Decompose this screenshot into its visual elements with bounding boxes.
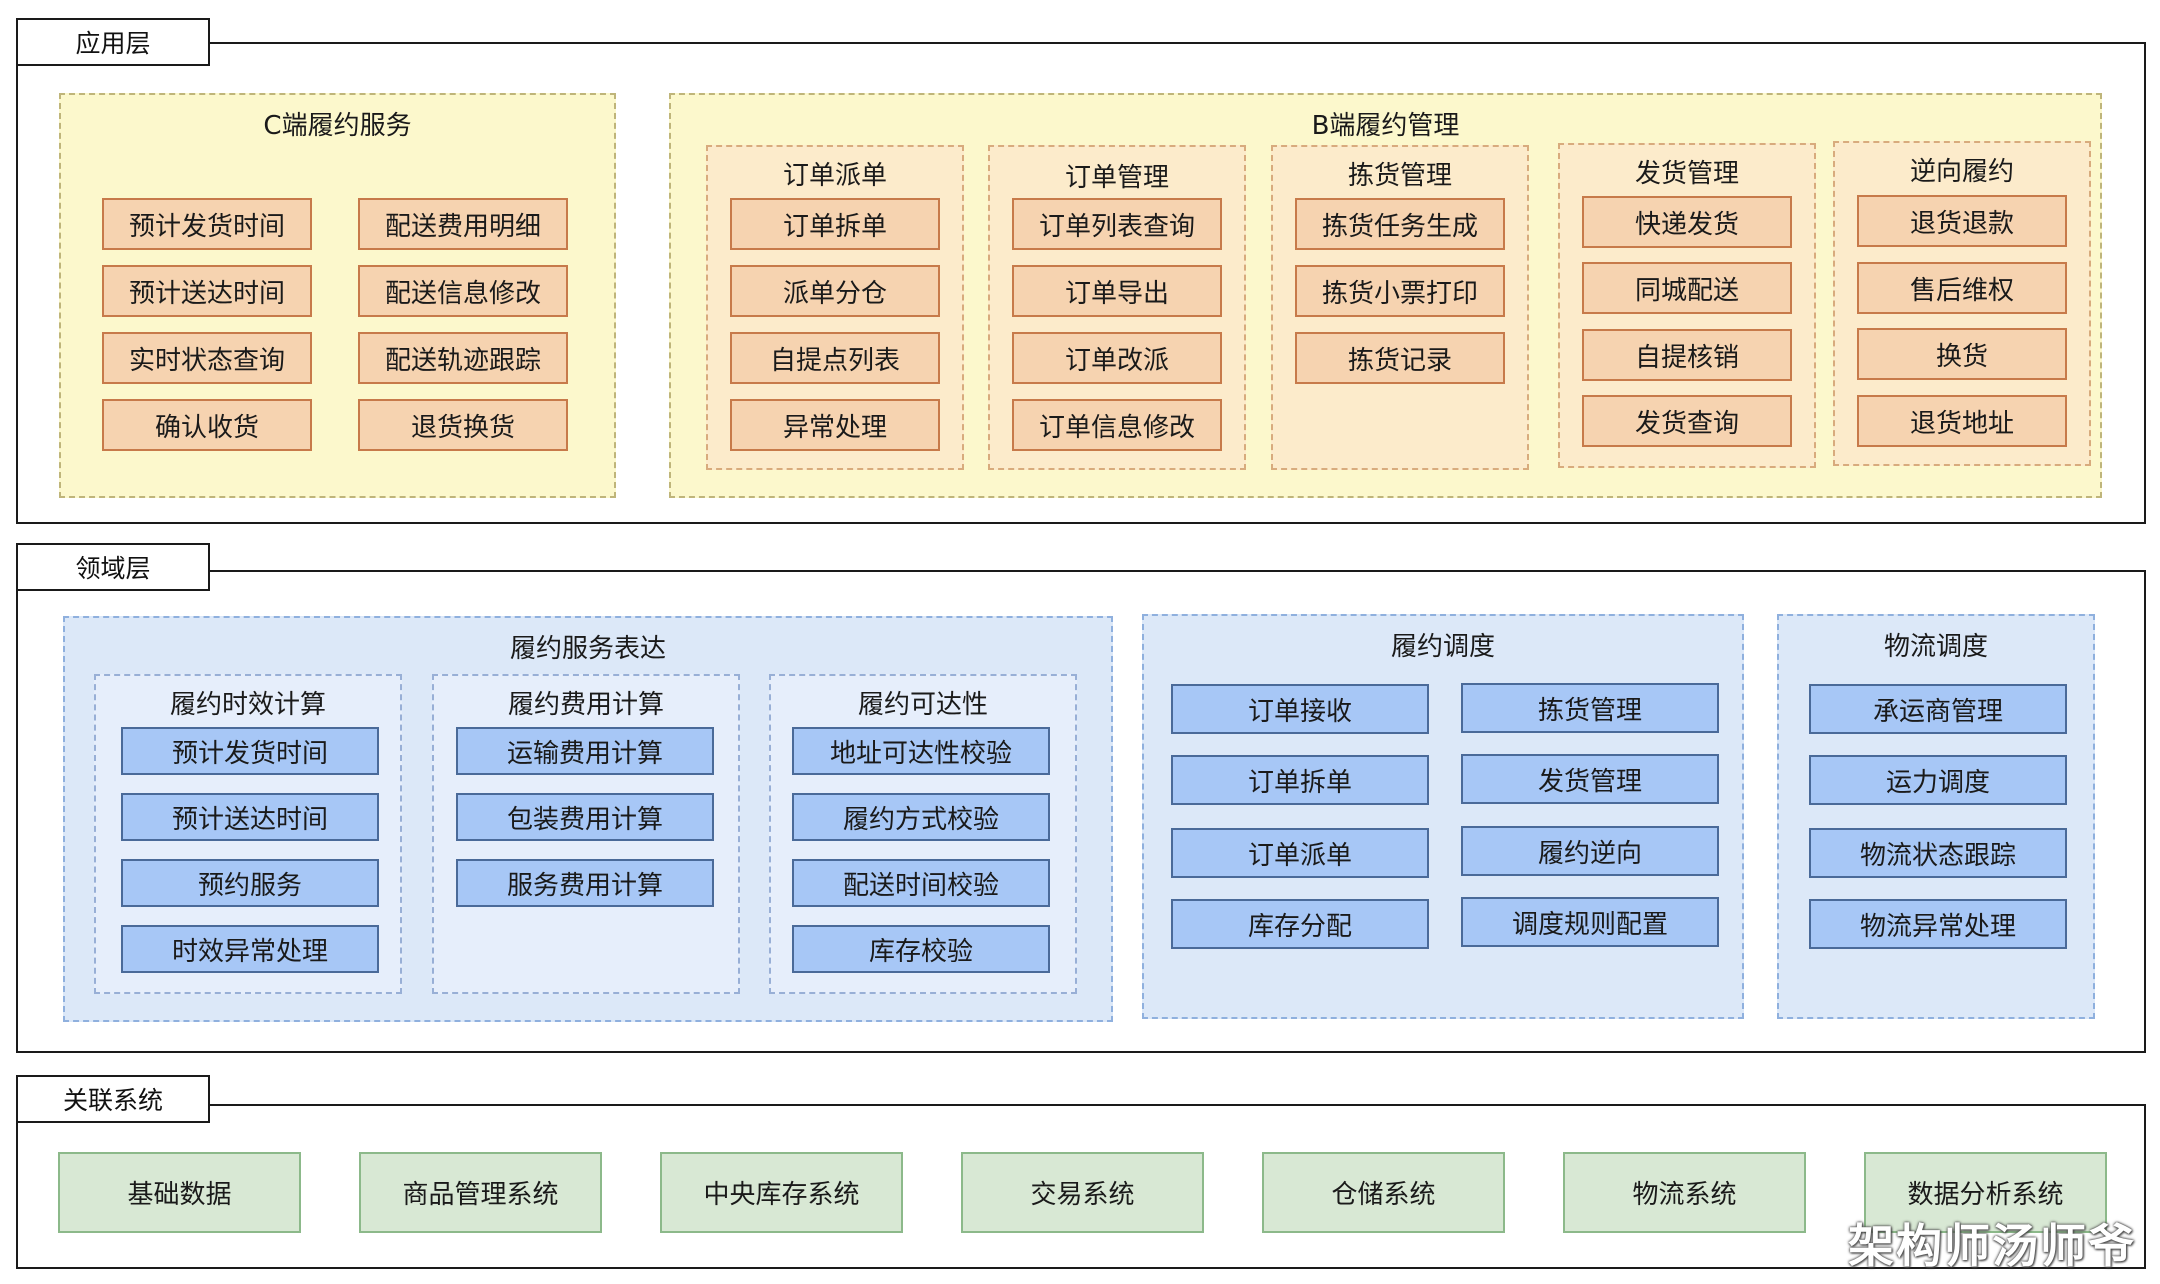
b-item: 售后维权 bbox=[1857, 262, 2067, 314]
b-item: 退货地址 bbox=[1857, 395, 2067, 447]
related-systems-tab: 关联系统 bbox=[16, 1075, 210, 1123]
b-item: 退货退款 bbox=[1857, 195, 2067, 247]
c-item: 退货换货 bbox=[358, 399, 568, 451]
c-item: 预计送达时间 bbox=[102, 265, 312, 317]
b-item: 同城配送 bbox=[1582, 262, 1792, 314]
c-item: 配送信息修改 bbox=[358, 265, 568, 317]
domain-item: 服务费用计算 bbox=[456, 859, 714, 907]
domain-item: 运输费用计算 bbox=[456, 727, 714, 775]
logistics-item: 运力调度 bbox=[1809, 755, 2067, 805]
c-item: 预计发货时间 bbox=[102, 198, 312, 250]
domain-item: 预计发货时间 bbox=[121, 727, 379, 775]
b-item: 拣货小票打印 bbox=[1295, 265, 1505, 317]
related-system-item: 商品管理系统 bbox=[359, 1152, 602, 1233]
watermark-text: 架构师汤师爷 bbox=[1848, 1219, 2136, 1273]
module-title: 履约时效计算 bbox=[169, 690, 326, 720]
logistics-item: 物流异常处理 bbox=[1809, 899, 2067, 949]
c-item: 确认收货 bbox=[102, 399, 312, 451]
domain-item: 预计送达时间 bbox=[121, 793, 379, 841]
fulfillment-scheduling-group: 履约调度 bbox=[1142, 614, 1744, 1019]
domain-item: 地址可达性校验 bbox=[792, 727, 1050, 775]
scheduling-item: 订单拆单 bbox=[1171, 755, 1429, 805]
related-system-item: 交易系统 bbox=[961, 1152, 1204, 1233]
module-title: 逆向履约 bbox=[1909, 157, 2014, 187]
scheduling-item: 履约逆向 bbox=[1461, 826, 1719, 876]
c-item: 配送费用明细 bbox=[358, 198, 568, 250]
logistics-scheduling-group: 物流调度 bbox=[1777, 614, 2095, 1019]
module-title: 发货管理 bbox=[1634, 159, 1739, 189]
c-item: 配送轨迹跟踪 bbox=[358, 332, 568, 384]
b-item: 订单拆单 bbox=[730, 198, 940, 250]
logistics-item: 物流状态跟踪 bbox=[1809, 828, 2067, 878]
domain-item: 包装费用计算 bbox=[456, 793, 714, 841]
b-item: 自提核销 bbox=[1582, 329, 1792, 381]
scheduling-item: 订单接收 bbox=[1171, 684, 1429, 734]
module-title: 履约可达性 bbox=[857, 690, 988, 720]
related-system-item: 中央库存系统 bbox=[660, 1152, 903, 1233]
b-item: 拣货任务生成 bbox=[1295, 198, 1505, 250]
related-system-item: 基础数据 bbox=[58, 1152, 301, 1233]
b-item: 派单分仓 bbox=[730, 265, 940, 317]
domain-layer-tab: 领域层 bbox=[16, 543, 210, 591]
expression-title: 履约服务表达 bbox=[509, 634, 666, 664]
b-item: 订单信息修改 bbox=[1012, 399, 1222, 451]
scheduling-item: 订单派单 bbox=[1171, 828, 1429, 878]
module-title: 履约费用计算 bbox=[507, 690, 664, 720]
scheduling-item: 调度规则配置 bbox=[1461, 897, 1719, 947]
related-system-item: 仓储系统 bbox=[1262, 1152, 1505, 1233]
b-item: 订单导出 bbox=[1012, 265, 1222, 317]
scheduling-title: 履约调度 bbox=[1390, 632, 1495, 662]
b-item: 换货 bbox=[1857, 328, 2067, 380]
b-item: 发货查询 bbox=[1582, 395, 1792, 447]
module-title: 拣货管理 bbox=[1347, 161, 1452, 191]
module-title: 订单管理 bbox=[1064, 163, 1169, 193]
b-item: 订单改派 bbox=[1012, 332, 1222, 384]
scheduling-item: 库存分配 bbox=[1171, 899, 1429, 949]
module-title: 订单派单 bbox=[782, 161, 887, 191]
scheduling-item: 拣货管理 bbox=[1461, 683, 1719, 733]
scheduling-item: 发货管理 bbox=[1461, 754, 1719, 804]
logistics-item: 承运商管理 bbox=[1809, 684, 2067, 734]
related-system-item: 物流系统 bbox=[1563, 1152, 1806, 1233]
domain-item: 预约服务 bbox=[121, 859, 379, 907]
b-fulfillment-title: B端履约管理 bbox=[1311, 111, 1460, 141]
logistics-title: 物流调度 bbox=[1883, 632, 1988, 662]
application-layer-tab: 应用层 bbox=[16, 18, 210, 66]
b-item: 快递发货 bbox=[1582, 196, 1792, 248]
b-item: 异常处理 bbox=[730, 399, 940, 451]
b-item: 订单列表查询 bbox=[1012, 198, 1222, 250]
c-fulfillment-title: C端履约服务 bbox=[263, 111, 412, 141]
domain-item: 配送时间校验 bbox=[792, 859, 1050, 907]
c-item: 实时状态查询 bbox=[102, 332, 312, 384]
domain-item: 库存校验 bbox=[792, 925, 1050, 973]
related-system-item: 数据分析系统 bbox=[1864, 1152, 2107, 1233]
b-item: 自提点列表 bbox=[730, 332, 940, 384]
domain-item: 时效异常处理 bbox=[121, 925, 379, 973]
b-item: 拣货记录 bbox=[1295, 332, 1505, 384]
domain-item: 履约方式校验 bbox=[792, 793, 1050, 841]
